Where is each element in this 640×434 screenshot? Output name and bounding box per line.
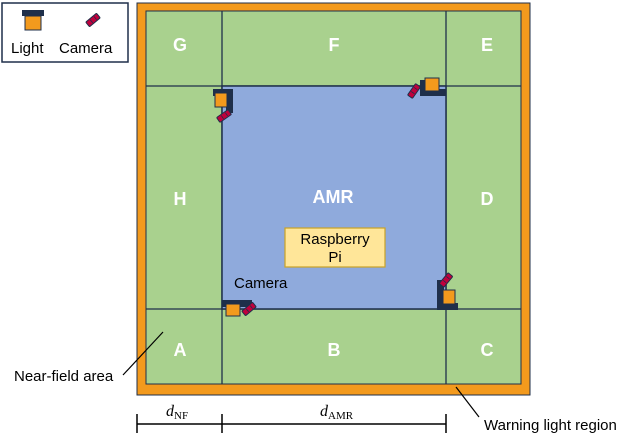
amr-body bbox=[221, 85, 447, 310]
zone-c-label: C bbox=[481, 340, 494, 360]
light-camera-module-bottom-left bbox=[222, 300, 257, 317]
camera-annotation: Camera bbox=[234, 275, 288, 292]
light-camera-module-top-left bbox=[213, 89, 233, 123]
light-icon bbox=[424, 77, 440, 92]
legend-light-label: Light bbox=[11, 40, 44, 57]
zone-d-label: D bbox=[481, 189, 494, 209]
warning-region-pointer-line bbox=[455, 386, 480, 418]
zone-a-label: A bbox=[174, 340, 187, 360]
zone-f-label: F bbox=[329, 35, 340, 55]
light-icon bbox=[225, 303, 241, 317]
raspberry-pi-label-line2: Pi bbox=[328, 249, 341, 266]
warning-light-region-label: Warning light region bbox=[484, 417, 617, 434]
dimension-lines bbox=[136, 414, 447, 433]
zone-b-label: B bbox=[328, 340, 341, 360]
light-camera-module-top-right bbox=[407, 77, 446, 99]
zone-e-label: E bbox=[481, 35, 493, 55]
legend-camera-label: Camera bbox=[59, 40, 113, 57]
light-icon bbox=[442, 289, 456, 305]
light-icon bbox=[214, 92, 228, 108]
amr-label: AMR bbox=[313, 187, 354, 207]
light-camera-module-bottom-right bbox=[437, 272, 458, 310]
raspberry-pi-box: Raspberry Pi bbox=[284, 227, 386, 268]
raspberry-pi-label-line1: Raspberry bbox=[300, 231, 370, 248]
d-nf-label: dNF bbox=[166, 403, 188, 422]
d-amr-label: dAMR bbox=[320, 403, 354, 422]
legend: Light Camera bbox=[1, 2, 129, 63]
zone-g-label: G bbox=[173, 35, 187, 55]
zone-h-label: H bbox=[174, 189, 187, 209]
near-field-pointer-line bbox=[122, 331, 164, 376]
light-icon bbox=[22, 10, 44, 31]
near-field-area-label: Near-field area bbox=[14, 368, 114, 385]
